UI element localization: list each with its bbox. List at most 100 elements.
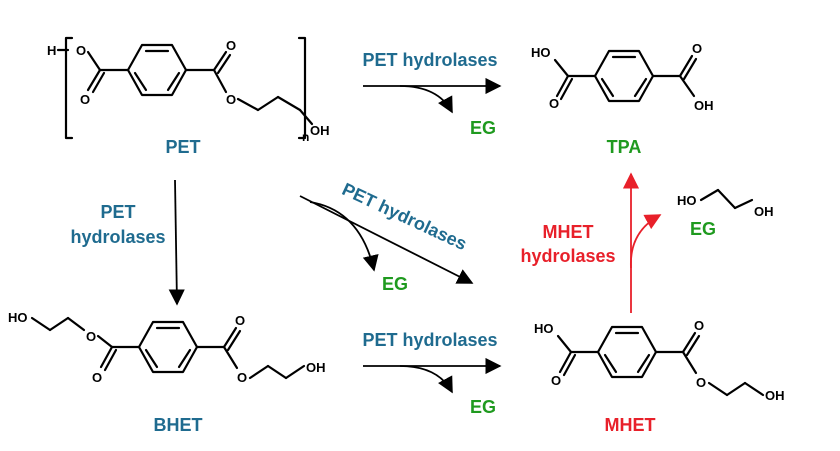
tpa-bond	[682, 57, 698, 81]
pet-bond	[86, 68, 102, 92]
bhet-ester-o-left: O	[86, 329, 96, 344]
mhet-benzene-ring	[596, 325, 658, 379]
pet-hydrolases-label-left-2: hydrolases	[70, 227, 165, 247]
mhet-ho-atom: HO	[534, 321, 554, 336]
bhet-ring-double-bond	[144, 348, 159, 369]
tpa-o-left: O	[549, 96, 559, 111]
mhet-hydrolases-label-1: MHET	[543, 222, 594, 242]
pet-repeat-n: n	[302, 130, 309, 144]
tpa-ring-double-bond	[600, 77, 615, 98]
tpa-molecule: HO O O OH TPA	[531, 41, 714, 157]
mhet-ring-double-bond	[636, 353, 651, 374]
eg-free-label: EG	[690, 219, 716, 239]
pet-ring-double-bond	[133, 71, 148, 92]
bhet-bond	[226, 329, 242, 352]
mhet-ester-o: O	[696, 375, 706, 390]
bhet-bond	[96, 334, 114, 349]
mhet-hydrolases-label-2: hydrolases	[520, 246, 615, 266]
eg-label-bottom: EG	[470, 397, 496, 417]
pet-bond	[216, 53, 232, 75]
eg-bond	[716, 188, 737, 210]
mhet-bond	[743, 381, 765, 397]
pet-oh-end: OH	[310, 123, 330, 138]
bhet-bond	[30, 316, 52, 332]
bhet-bond	[222, 326, 238, 349]
eg-label-diagonal: EG	[382, 274, 408, 294]
pet-carbonyl-o-left: O	[80, 92, 90, 107]
bhet-bond	[48, 316, 70, 332]
free-eg-molecule: HO OH EG	[677, 188, 774, 239]
reaction-arrow-diagonal	[299, 195, 474, 284]
pet-bond	[236, 97, 260, 112]
pet-hydrolases-label-top: PET hydrolases	[362, 50, 497, 70]
bhet-oh-atom: OH	[306, 360, 326, 375]
reaction-pet-to-bhet: PET hydrolases	[70, 179, 185, 306]
eg-release-arrow-diagonal	[309, 201, 379, 272]
bhet-bond	[103, 348, 118, 372]
bhet-bond	[266, 364, 288, 380]
tpa-bond	[559, 77, 574, 101]
tpa-bond	[678, 54, 694, 78]
tpa-bond	[553, 58, 570, 78]
pet-left-bracket	[64, 36, 74, 140]
mhet-label: MHET	[605, 415, 656, 435]
mhet-bond	[685, 334, 701, 357]
bhet-bond	[284, 364, 306, 380]
pet-hydrolases-label-left-1: PET	[100, 202, 135, 222]
eg-ho-atom: HO	[677, 193, 697, 208]
pet-bond	[212, 50, 228, 72]
mhet-bond	[558, 350, 573, 374]
tpa-ho-atom: HO	[531, 45, 551, 60]
tpa-oh-atom: OH	[694, 98, 714, 113]
reaction-arrow-vertical	[168, 179, 185, 306]
bhet-carbonyl-o-right: O	[235, 313, 245, 328]
reaction-bhet-to-mhet: PET hydrolases EG	[362, 330, 502, 417]
mhet-bond	[556, 334, 573, 354]
mhet-carbonyl-o-right: O	[694, 318, 704, 333]
pet-benzene-ring	[126, 43, 188, 97]
mhet-bond	[707, 381, 729, 397]
mhet-oh-atom: OH	[765, 388, 785, 403]
pet-h-atom: H	[47, 43, 56, 58]
bhet-bond	[222, 345, 239, 370]
mhet-bond	[681, 331, 697, 354]
pet-carbonyl-o-right: O	[226, 38, 236, 53]
mhet-molecule: HO O O O OH MHET	[534, 318, 785, 435]
bhet-label: BHET	[154, 415, 203, 435]
mhet-bond	[681, 350, 698, 375]
eg-release-arrow-red	[630, 214, 662, 269]
tpa-bond	[555, 74, 570, 98]
tpa-bond	[678, 74, 696, 98]
eg-release-arrow-bottom	[399, 365, 453, 394]
pet-molecule: H O O O O n OH PET	[47, 36, 330, 157]
bhet-benzene-ring	[137, 320, 199, 374]
pet-bond	[86, 50, 102, 72]
tpa-benzene-ring	[593, 49, 655, 103]
bhet-ester-o-right: O	[237, 370, 247, 385]
reaction-pet-to-tpa: PET hydrolases EG	[362, 50, 502, 138]
pet-hydrolases-label-bottom: PET hydrolases	[362, 330, 497, 350]
pet-o-atom: O	[76, 43, 86, 58]
mhet-carbonyl-o-left: O	[551, 373, 561, 388]
reaction-mhet-to-tpa: MHET hydrolases	[520, 172, 662, 313]
eg-oh-atom: OH	[754, 204, 774, 219]
pet-right-bracket	[297, 36, 307, 140]
bhet-bond	[66, 316, 86, 332]
pet-ester-o: O	[226, 92, 236, 107]
tpa-ring-double-bond	[633, 77, 648, 98]
pet-bond	[276, 95, 302, 112]
bhet-molecule: HO O O O O OH BHET	[8, 310, 326, 435]
eg-release-arrow-top	[399, 85, 453, 114]
bhet-bond	[248, 364, 270, 380]
tpa-o-right: O	[692, 41, 702, 56]
pet-bond	[91, 71, 106, 94]
eg-bond	[733, 198, 754, 210]
reaction-pet-to-mhet: PET hydrolases EG	[299, 179, 474, 294]
pet-bond	[256, 95, 280, 112]
mhet-bond	[725, 381, 747, 397]
mhet-ring-double-bond	[603, 353, 618, 374]
mhet-bond	[562, 353, 577, 377]
bhet-bond	[99, 345, 114, 369]
pet-bond	[298, 108, 314, 126]
